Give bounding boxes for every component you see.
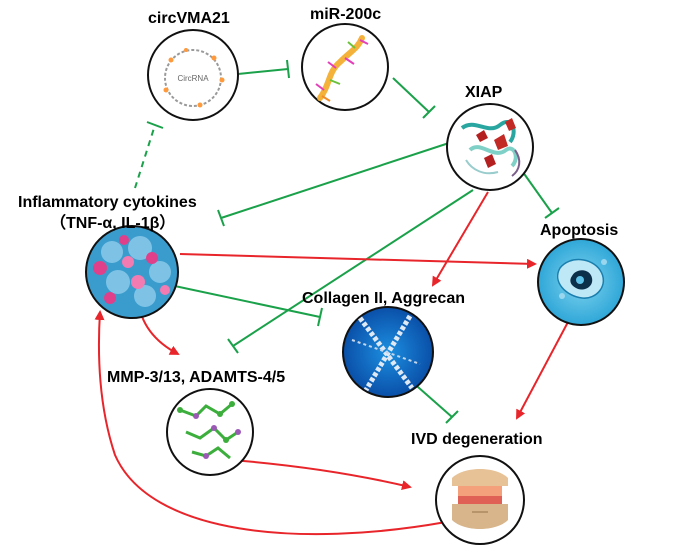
edge-xiap-promotes-collagen [431, 191, 489, 287]
label-xiap: XIAP [465, 84, 503, 101]
edge-inflammatory-promotes-apoptosis [179, 253, 537, 269]
node-mir200c [301, 23, 389, 111]
node-ivd-degeneration [435, 455, 525, 545]
edge-inflammatory-inhibits-circvma21 [134, 121, 164, 189]
edge-xiap-inhibits-inflammatory [217, 141, 453, 227]
circrna-illustration [163, 48, 225, 108]
label-mir200c: miR-200c [310, 6, 382, 23]
vertebra-disc-illustration [452, 469, 508, 529]
edge-apoptosis-promotes-ivd [516, 321, 569, 420]
edge-inflammatory-inhibits-collagen [169, 284, 323, 327]
apoptotic-cell-illustration [557, 258, 607, 299]
molecular-structure-illustration [177, 401, 241, 460]
label-inflammatory-sublabel: （TNF-α, IL-1β） [50, 215, 176, 232]
label-ivd-degeneration: IVD degeneration [411, 431, 543, 448]
node-collagen-aggrecan [342, 306, 434, 398]
node-circvma21: CircRNA [147, 29, 239, 121]
edge-circvma21-inhibits-mir200c [237, 59, 290, 79]
cytokine-cells-illustration [93, 235, 171, 307]
edge-xiap-inhibits-mmp [227, 189, 474, 354]
label-circvma21: circVMA21 [148, 10, 230, 27]
edge-xiap-inhibits-apoptosis [519, 167, 560, 219]
circrna-inner-text: CircRNA [177, 74, 209, 83]
mirna-strand-illustration [315, 35, 369, 102]
label-apoptosis: Apoptosis [540, 222, 619, 239]
protein-structure-illustration [460, 118, 521, 177]
node-mmp-adamts [166, 388, 254, 476]
node-xiap [446, 103, 534, 191]
node-inflammatory-cytokines [85, 225, 179, 319]
label-collagen-aggrecan: Collagen II, Aggrecan [302, 290, 465, 307]
edge-mir200c-inhibits-xiap [392, 77, 436, 119]
collagen-fibers-illustration [351, 314, 421, 392]
label-mmp-adamts: MMP-3/13, ADAMTS-4/5 [107, 369, 286, 386]
label-inflammatory-cytokines: Inflammatory cytokines [18, 194, 197, 211]
edge-ivd-promotes-inflammatory [94, 310, 447, 536]
node-apoptosis [537, 238, 625, 326]
edge-mmp-promotes-ivd [231, 459, 412, 491]
